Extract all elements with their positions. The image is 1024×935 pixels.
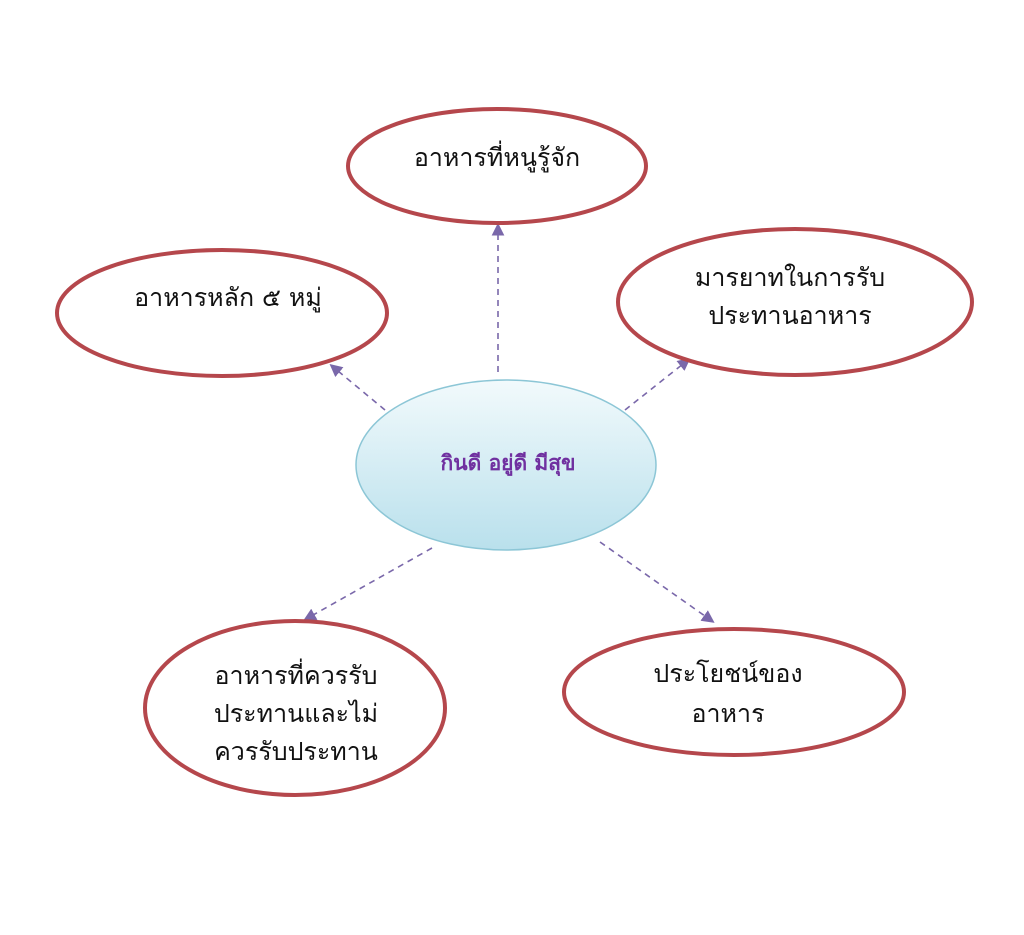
node-label: อาหารที่ควรรับ — [215, 658, 378, 690]
node-label: อาหารที่หนูรู้จัก — [414, 140, 580, 173]
arrow-to-bottom-left — [303, 547, 433, 621]
node-label: ประโยชน์ของ — [653, 659, 802, 688]
center-label: กินดี อยู่ดี มีสุข — [440, 451, 575, 477]
arrow-to-left — [329, 363, 386, 411]
node-top: อาหารที่หนูรู้จัก — [346, 107, 648, 225]
node-label: อาหารหลัก ๕ หมู่ — [134, 283, 322, 313]
node-right: มารยาทในการรับ ประทานอาหาร — [616, 227, 974, 377]
node-label: มารยาทในการรับ — [695, 263, 885, 292]
arrow-to-bottom-right — [599, 541, 715, 623]
arrow-to-right — [624, 358, 691, 411]
node-label: ประทานอาหาร — [708, 301, 871, 330]
node-bottom-left: อาหารที่ควรรับ ประทานและไม่ ควรรับประทาน — [143, 619, 447, 797]
node-center: กินดี อยู่ดี มีสุข — [355, 379, 657, 551]
node-label: ประทานและไม่ — [214, 699, 378, 728]
node-left: อาหารหลัก ๕ หมู่ — [55, 248, 389, 378]
node-bottom-right: ประโยชน์ของ อาหาร — [562, 627, 906, 757]
node-label: อาหาร — [692, 699, 765, 728]
node-label: ควรรับประทาน — [214, 737, 378, 766]
